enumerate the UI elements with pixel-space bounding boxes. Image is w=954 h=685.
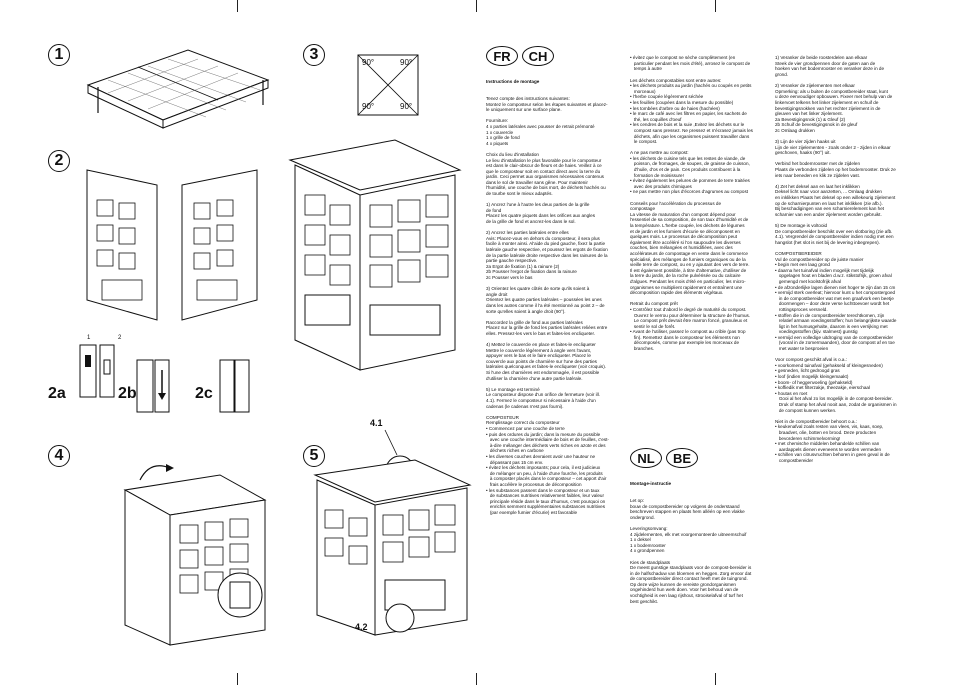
step-2b-label: 2b [118,385,137,402]
fr-body-text-2: • évitez que le compost ne sèche complèt… [630,55,753,352]
nl-body-text-2: 1) Veranker de beide roosterdelen aan el… [775,55,897,463]
detail-label-2: 2 [118,335,122,341]
step-1-number: 1 [48,44,70,66]
nl-instructions-column-2: 1) Veranker de beide roosterdelen aan el… [775,44,940,674]
bottom-grid-illustration [86,49,270,129]
step-4-number: 4 [48,445,70,467]
step-3-number: 3 [303,44,325,66]
crop-mark-top [237,0,238,12]
crop-mark-bottom [715,673,716,685]
lid-assembly-illustration [123,464,267,646]
badge-be: BE [666,448,698,468]
detail-2c-illustration [219,359,250,413]
detail-2b-illustration [136,359,170,413]
angle-label: 90° [362,58,375,67]
angle-square-diagram [357,54,419,116]
assembled-box-illustration [288,139,462,371]
fr-instructions-column-1: Instructions de montage Tenez compte des… [486,68,626,668]
crop-mark-bottom [476,673,477,685]
fr-body-text-1: Tenez compte des instructions suivantes:… [486,95,609,515]
badge-ch: CH [522,46,554,66]
angle-label: 90° [362,102,375,111]
detail-2a-illustration [79,344,115,398]
step-2-number: 2 [48,150,70,172]
nl-body-text-1: Let op: bouw de compostbereider op volge… [630,497,752,604]
step-5-number: 5 [303,445,325,467]
crop-mark-top [476,0,477,12]
step-2a-label: 2a [48,385,66,402]
side-panels-illustration [86,169,258,321]
nl-instructions-column-1: Montage-instructie Let op: bouw de compo… [630,470,770,670]
callout-4-1: 4.1 [370,418,383,428]
nl-section-title: Montage-instructie [630,481,672,487]
step-2c-label: 2c [195,385,213,402]
fr-section-title: Instructions de montage [486,79,540,85]
crop-mark-top [715,0,716,12]
detail-label-1: 1 [87,335,91,341]
fr-instructions-column-2: • évitez que le compost ne sèche complèt… [630,44,770,464]
callout-4-2: 4.2 [355,622,368,632]
angle-label: 90° [400,102,413,111]
angle-label: 90° [400,58,413,67]
badge-fr: FR [486,46,518,66]
locked-composter-illustration [313,429,472,636]
badge-nl: NL [630,448,662,468]
crop-mark-bottom [237,673,238,685]
